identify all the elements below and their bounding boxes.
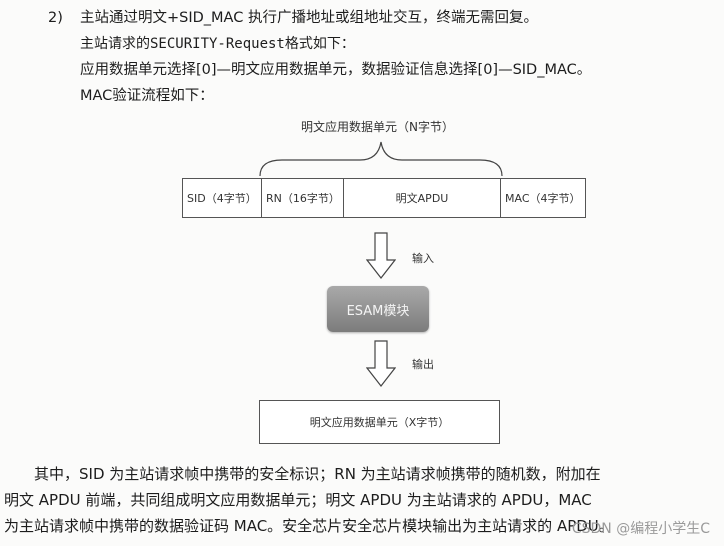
rn-segment: RN（16字节）	[261, 178, 344, 218]
diagram-top-label: 明文应用数据单元（N字节）	[301, 120, 454, 134]
step-number: 2)	[48, 10, 63, 26]
arrow-down-icon	[366, 340, 396, 387]
mac-segment: MAC（4字节）	[500, 178, 586, 218]
paragraph-line-3: 为主站请求帧中携带的数据验证码 MAC。安全芯片安全芯片模块输出为主站请求的 A…	[4, 517, 614, 535]
header-line-1: 主站通过明文+SID_MAC 执行广播地址或组地址交互，终端无需回复。	[80, 10, 538, 26]
brace-icon	[259, 141, 503, 177]
input-label: 输入	[412, 252, 434, 265]
esam-module: ESAM模块	[327, 286, 429, 332]
output-box: 明文应用数据单元（X字节）	[259, 400, 500, 444]
apdu-segment: 明文APDU	[343, 178, 501, 218]
sid-segment: SID（4字节）	[182, 178, 262, 218]
arrow-down-icon	[366, 232, 396, 279]
header-line-2: 主站请求的SECURITY-Request格式如下：	[80, 36, 355, 52]
paragraph-line-2: 明文 APDU 前端，共同组成明文应用数据单元；明文 APDU 为主站请求的 A…	[4, 491, 592, 509]
header-line-3: 应用数据单元选择[0]—明文应用数据单元，数据验证信息选择[0]—SID_MAC…	[80, 62, 592, 78]
paragraph-line-1: 其中，SID 为主站请求帧中携带的安全标识；RN 为主站请求帧携带的随机数，附加…	[34, 465, 601, 483]
watermark: CSDN @编程小学生C	[571, 521, 710, 537]
header-line-4: MAC验证流程如下：	[80, 88, 214, 104]
output-label: 输出	[412, 358, 434, 371]
